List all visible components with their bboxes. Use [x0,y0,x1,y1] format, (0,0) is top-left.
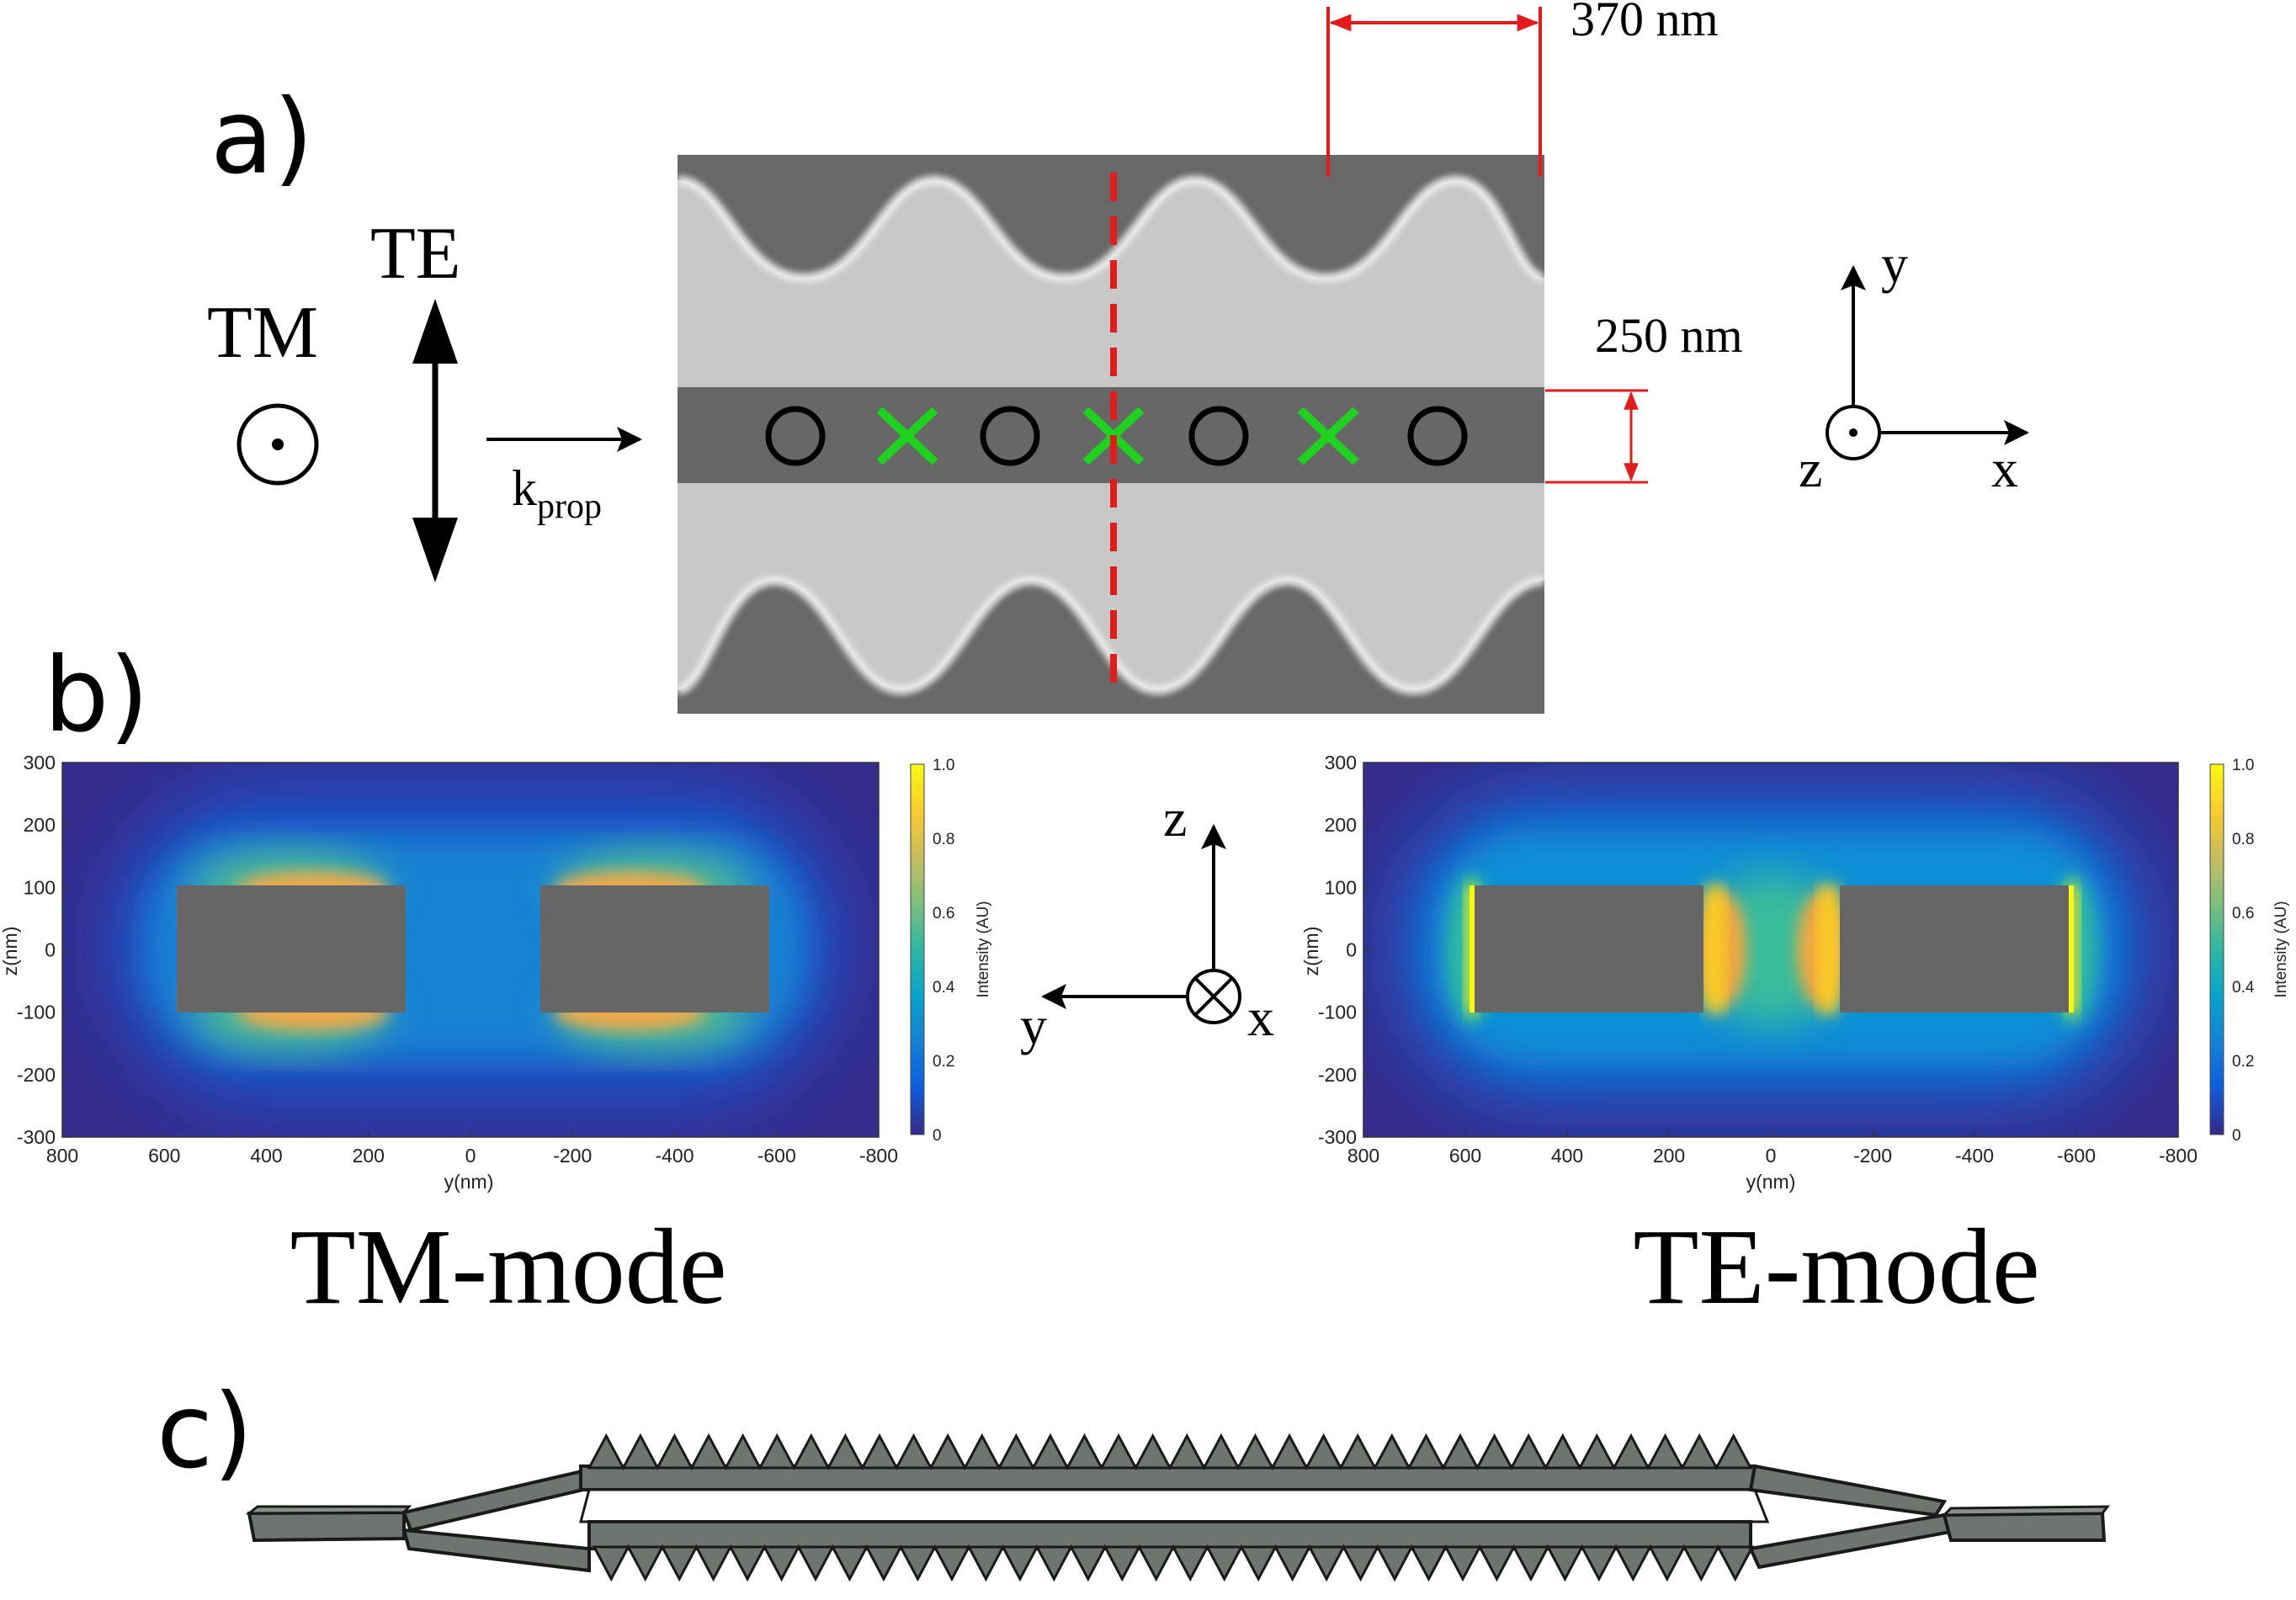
axis-z-label: z [1799,439,1822,498]
period-dimension [1326,7,1542,177]
colorbar-tick-label: 0.4 [2232,979,2255,997]
tm-colorbar-label: Intensity (AU) [975,901,992,997]
tm-field-map [62,763,879,1137]
gap-label: 250 nm [1595,308,1743,363]
colorbar-tick-label: 0.6 [933,905,954,922]
y-tick-label: 300 [24,752,56,773]
panel-b-letter: b) [44,635,149,755]
colorbar-tick-label: 0.4 [933,979,955,997]
gap-dimension [1545,389,1648,484]
axis-y-label: y [1881,234,1908,294]
axis-z-label-b: z [1163,788,1187,848]
y-tick-label: -300 [17,1126,56,1148]
x-tick-label: -600 [757,1145,796,1167]
device-3d-illustration [245,1433,2111,1582]
y-tick-label: -100 [17,1002,56,1023]
x-tick-label: 800 [46,1145,78,1167]
x-tick-label: -400 [1955,1145,1994,1167]
y-tick-label: 100 [1325,876,1357,898]
x-tick-label: -800 [859,1145,898,1167]
te-mode-title: TE-mode [1633,1207,2039,1326]
y-tick-label: 0 [45,939,56,961]
tm-y-ticks: 300 200 100 0 -100 -200 -300 [17,752,69,1148]
tm-y-axis-label: z(nm) [0,927,21,976]
colorbar-tick-label: 0.8 [933,831,954,848]
axes-zyx-middle-icon [1041,824,1241,1024]
te-field-map [1363,763,2178,1137]
colorbar-tick-label: 0.2 [933,1053,954,1071]
te-colorbar [2209,763,2224,1135]
te-colorbar-ticks: 1.0 0.8 0.6 0.4 0.2 0 [2232,757,2255,1145]
tm-colorbar-ticks: 1.0 0.8 0.6 0.4 0.2 0 [933,757,955,1145]
panel-a-letter: a) [210,77,313,197]
cross-marker-icon [876,407,938,465]
colorbar-tick-label: 1.0 [2232,757,2254,774]
tm-mode-plot: 300 200 100 0 -100 -200 -300 800 600 400 200 0 -200… [0,752,992,1326]
y-tick-label: -300 [1318,1126,1357,1148]
te-colorbar-label: Intensity (AU) [2272,901,2290,997]
cross-marker-icon [1297,407,1359,465]
circle-marker-icon [1407,406,1468,466]
colorbar-tick-label: 0.2 [2232,1053,2254,1071]
x-tick-label: -600 [2057,1145,2096,1167]
x-tick-label: 600 [148,1145,180,1167]
x-tick-label: -800 [2159,1145,2198,1167]
period-label: 370 nm [1571,0,1719,46]
te-double-arrow-icon [412,299,458,582]
te-x-ticks: 800 600 400 200 0 -200 -400 -600 -800 [1347,1130,2198,1167]
x-tick-label: 400 [1551,1145,1583,1167]
y-tick-label: -200 [1318,1064,1357,1086]
te-mode-plot: 300 200 100 0 -100 -200 -300 800 600 400 200 0 -200… [1300,752,2290,1326]
panel-c-letter: c) [157,1372,253,1491]
x-tick-label: 200 [353,1145,385,1167]
tm-colorbar [910,763,925,1135]
axis-x-label-b: x [1247,987,1274,1047]
colorbar-tick-label: 1.0 [933,757,954,774]
y-tick-label: 0 [1346,939,1357,961]
y-tick-label: 100 [24,876,56,898]
x-tick-label: 400 [250,1145,282,1167]
axis-x-label: x [1991,439,2018,498]
tm-mode-title: TM-mode [290,1207,727,1326]
y-tick-label: 200 [1325,814,1357,836]
x-tick-label: -200 [1853,1145,1892,1167]
colorbar-tick-label: 0.8 [2232,831,2254,848]
x-tick-label: 0 [1766,1145,1777,1167]
tm-x-axis-label: y(nm) [444,1171,494,1193]
colorbar-tick-label: 0 [933,1127,942,1145]
y-tick-label: -200 [17,1064,56,1086]
y-tick-label: 200 [24,814,56,836]
axes-xyz-top-icon [1826,265,2029,460]
colorbar-tick-label: 0.6 [2232,905,2254,922]
circle-marker-icon [765,406,826,466]
colorbar-tick-label: 0 [2232,1127,2241,1145]
te-y-axis-label: z(nm) [1300,927,1322,976]
k-prop-label: kprop [512,460,602,526]
tm-polarization-label: TM [207,292,318,374]
y-tick-label: 300 [1325,752,1357,773]
x-tick-label: 0 [465,1145,476,1167]
axis-y-label-b: y [1020,996,1047,1055]
tm-x-ticks: 800 600 400 200 0 -200 -400 -600 -800 [46,1130,898,1167]
x-tick-label: 800 [1347,1145,1379,1167]
x-tick-label: 200 [1653,1145,1685,1167]
te-x-axis-label: y(nm) [1746,1171,1796,1193]
circle-marker-icon [980,406,1040,466]
circle-markers [765,406,1468,466]
circle-marker-icon [1188,406,1249,466]
x-tick-label: -400 [655,1145,694,1167]
x-tick-label: -200 [553,1145,592,1167]
x-tick-label: 600 [1449,1145,1481,1167]
y-tick-label: -100 [1318,1002,1357,1023]
out-of-plane-symbol-icon [237,403,319,486]
te-y-ticks: 300 200 100 0 -100 -200 -300 [1318,752,1370,1148]
te-polarization-label: TE [370,213,461,295]
